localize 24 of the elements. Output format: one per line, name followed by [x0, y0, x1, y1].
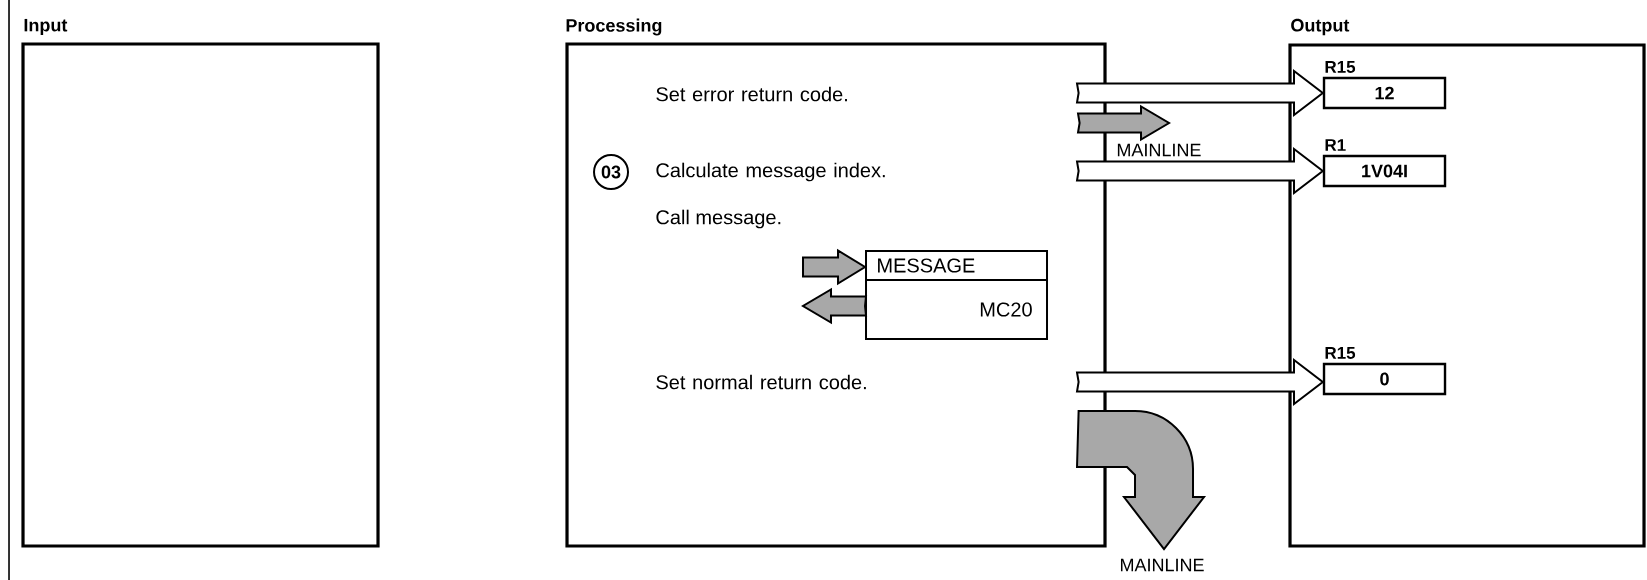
callout-number: 03 — [593, 154, 629, 190]
field-label: R15 — [1325, 61, 1356, 73]
shaded-arrow — [801, 287, 868, 325]
shaded-arrow — [802, 248, 867, 286]
hollow-arrow — [1075, 357, 1325, 407]
step-text: Set normal return code. — [656, 374, 866, 390]
panel-heading: Output — [1291, 18, 1350, 36]
module-box: MESSAGE MC20 — [865, 250, 1048, 340]
curved-arrow — [1076, 410, 1205, 550]
shaded-arrow — [1076, 104, 1171, 142]
value-field: 12 — [1322, 76, 1447, 110]
edge-label: MAINLINE — [1117, 556, 1207, 574]
hollow-arrow — [1075, 147, 1325, 196]
step-text: Calculate message index. — [656, 162, 885, 182]
panel-heading: Input — [24, 18, 68, 36]
step-text: Call message. — [656, 209, 781, 229]
hollow-arrow — [1075, 69, 1325, 118]
field-label: R1 — [1325, 139, 1346, 151]
panel-heading: Processing — [566, 18, 662, 36]
value-field: 1V04I — [1322, 154, 1447, 188]
edge-label: MAINLINE — [1114, 141, 1204, 159]
step-text: Set error return code. — [656, 86, 847, 102]
value-field: 0 — [1322, 362, 1447, 396]
field-label: R15 — [1325, 347, 1356, 359]
